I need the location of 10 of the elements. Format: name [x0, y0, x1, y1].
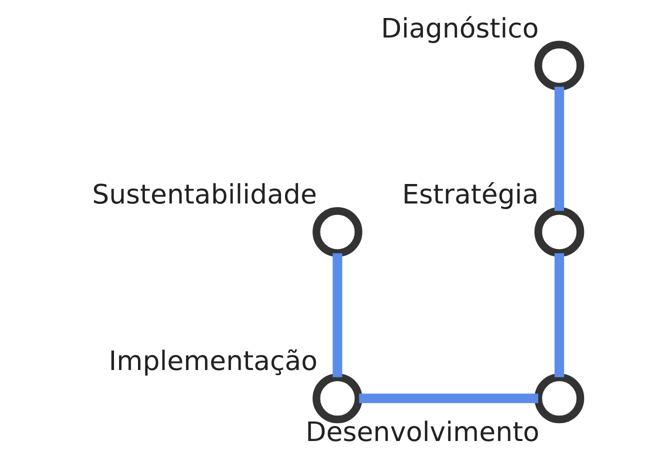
connector [554, 86, 564, 211]
connector [358, 394, 538, 404]
node-label: Implementação [108, 346, 318, 378]
connector [332, 253, 342, 378]
node-label: Sustentabilidade [92, 180, 316, 211]
node-label: Diagnóstico [380, 13, 538, 44]
connector [554, 253, 564, 378]
node-label: Desenvolvimento [305, 416, 539, 448]
node-circle [312, 207, 362, 257]
node-label: Estratégia [402, 180, 538, 211]
